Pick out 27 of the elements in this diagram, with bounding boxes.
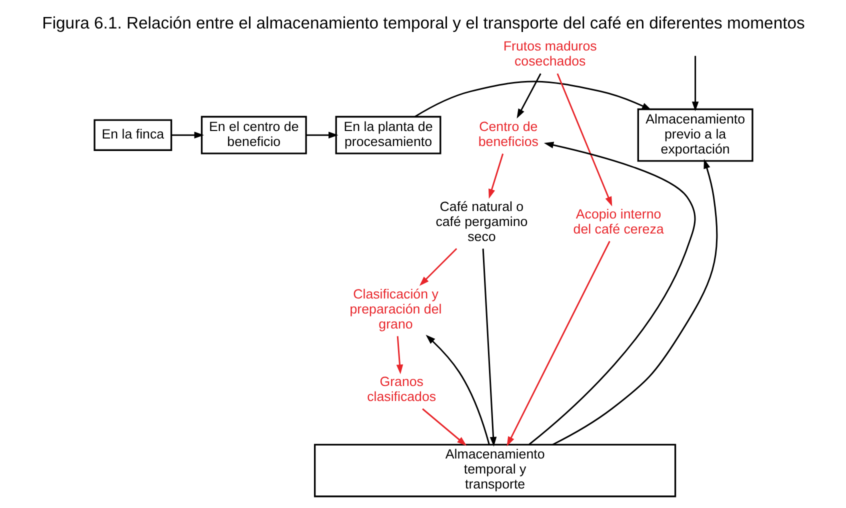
arrow: [506, 240, 610, 446]
arrow: [306, 132, 338, 138]
arrow: [170, 132, 204, 138]
node-text: Café natural o café pergamino seco: [435, 198, 528, 244]
arrow: [418, 248, 457, 286]
node-text: Clasificación y preparación del grano: [349, 286, 442, 332]
node-box: Almacenamiento previo a la exportación: [636, 108, 753, 162]
arrow: [528, 142, 696, 445]
node-text: Acopio interno del café cereza: [572, 206, 664, 236]
node-box: En la finca: [93, 119, 172, 151]
arrow: [488, 154, 504, 199]
node-text: Centro de beneficios: [478, 118, 538, 149]
arrow: [691, 56, 698, 112]
arrow: [556, 73, 612, 206]
arrow: [516, 73, 541, 119]
arrow: [425, 334, 490, 445]
node-box: En el centro de beneficio: [200, 116, 306, 154]
diagram-title: Figura 6.1. Relación entre el almacenamiento temporal y el transporte del café en diferentes momentos: [42, 13, 804, 32]
node-text: Granos clasificados: [366, 374, 436, 404]
node-box: En la planta de procesamiento: [334, 116, 441, 154]
arrow: [482, 248, 496, 447]
node-box: Almacenamiento temporal y transporte: [313, 444, 676, 498]
node-text: Frutos maduros cosechados: [502, 38, 596, 69]
arrow: [552, 158, 718, 446]
arrow: [414, 80, 652, 118]
arrow: [422, 408, 466, 446]
arrow: [396, 336, 403, 374]
